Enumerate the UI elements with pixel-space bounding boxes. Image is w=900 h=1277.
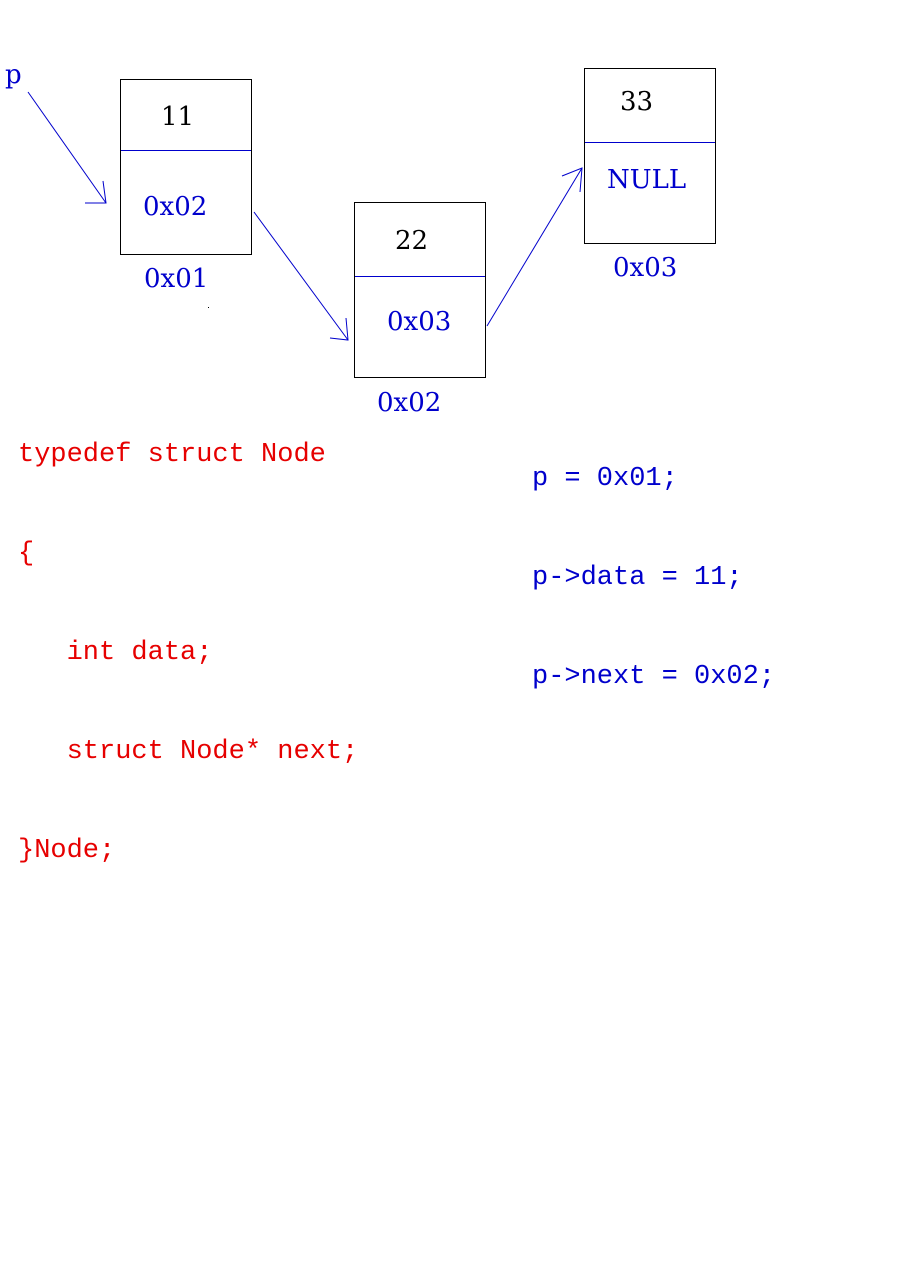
next-arrow-1-to-2 [253, 211, 349, 341]
node-1-data: 11 [161, 102, 195, 132]
node-1-box [120, 79, 252, 255]
struct-definition-code: typedef struct Node { int data; struct N… [18, 373, 358, 901]
code-line: }Node; [18, 836, 116, 866]
node-2-address: 0x02 [377, 388, 442, 418]
node-3-box [584, 68, 716, 244]
node-1-next: 0x02 [143, 192, 208, 222]
code-line: p->data = 11; [532, 563, 743, 593]
code-line: struct Node* next; [18, 737, 359, 767]
code-line: { [18, 539, 35, 569]
assignment-code: p = 0x01; p->data = 11; p->next = 0x02; [532, 397, 775, 727]
node-2-data: 22 [395, 226, 429, 256]
node-3-next: NULL [607, 165, 687, 195]
node-1-address: 0x01 [144, 264, 209, 294]
pointer-arrow [27, 91, 107, 204]
stray-dot [208, 307, 209, 308]
node-3-data: 33 [620, 87, 654, 117]
next-arrow-2-to-3 [486, 167, 583, 327]
node-2-box [354, 202, 486, 378]
node-3-address: 0x03 [613, 253, 678, 283]
code-line: p->next = 0x02; [532, 662, 776, 692]
code-line: p = 0x01; [532, 464, 678, 494]
node-2-next: 0x03 [387, 307, 452, 337]
code-line: int data; [18, 638, 213, 668]
pointer-label: p [5, 60, 22, 90]
code-line: typedef struct Node [18, 440, 326, 470]
